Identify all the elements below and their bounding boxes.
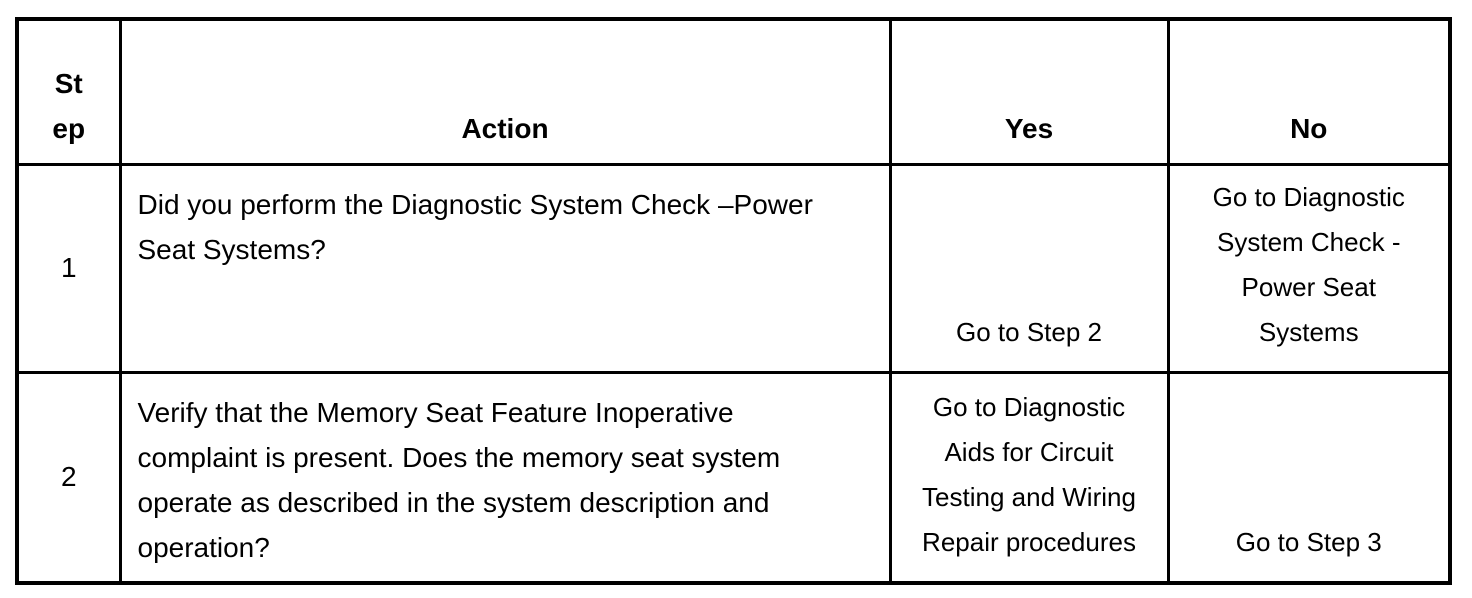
table-row: 2 Verify that the Memory Seat Feature In… [15,370,1452,585]
no-cell: Go to Step 3 [1166,370,1452,585]
action-cell: Did you perform the Diagnostic System Ch… [118,162,892,374]
action-cell: Verify that the Memory Seat Feature Inop… [118,370,892,585]
header-action: Action [118,17,892,166]
yes-cell: Go to Step 2 [888,162,1170,374]
table-row: 1 Did you perform the Diagnostic System … [15,162,1452,374]
yes-cell: Go to Diagnostic Aids for Circuit Testin… [888,370,1170,585]
header-step: St ep [15,17,122,166]
header-yes: Yes [888,17,1170,166]
step-cell: 1 [15,162,122,374]
table-header-row: St ep Action Yes No [15,17,1452,166]
diagnostic-table: St ep Action Yes No 1 Did you perform th… [15,17,1452,585]
header-no: No [1166,17,1452,166]
no-cell: Go to Diagnostic System Check - Power Se… [1166,162,1452,374]
step-cell: 2 [15,370,122,585]
